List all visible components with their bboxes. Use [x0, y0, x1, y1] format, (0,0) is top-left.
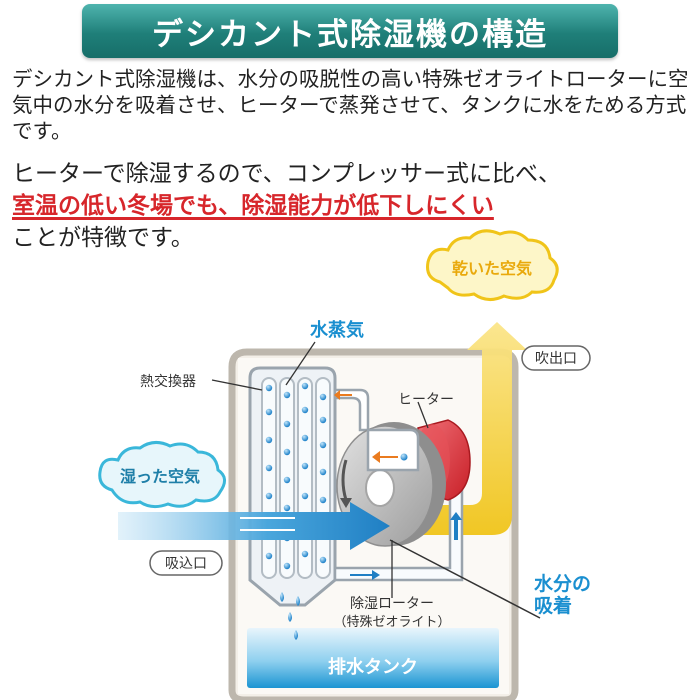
moisture-pointer-line: [389, 539, 541, 619]
feature-paragraph: ヒーターで除湿するので、コンプレッサー式に比べ、 室温の低い冬場でも、除湿能力が…: [12, 158, 692, 254]
humid-air-arrow: [118, 502, 390, 550]
inlet-label: 吸込口: [165, 556, 207, 572]
regeneration-duct: [366, 428, 420, 472]
heat-exchanger-label: 熱交換器: [140, 373, 196, 390]
title-banner: デシカント式除湿機の構造: [82, 4, 618, 58]
feature-line-1: ヒーターで除湿するので、コンプレッサー式に比べ、: [12, 161, 562, 187]
moisture-label-line1: 水分の: [534, 573, 591, 595]
top-duct: [333, 388, 370, 432]
dry-air-cloud: 乾いた空気: [426, 229, 559, 301]
intro-paragraph: デシカント式除湿機は、水分の吸脱性の高い特殊ゼオライトローターに空気中の水分を吸…: [12, 67, 689, 143]
humid-air-label: 湿った空気: [119, 467, 200, 486]
rotor-label-line2: （特殊ゼオライト）: [333, 615, 450, 630]
leader-lines: [211, 341, 429, 598]
rotor-label-line1: 除湿ローター: [350, 596, 434, 612]
tank-label: 排水タンク: [328, 656, 418, 678]
dry-air-arrow: [410, 322, 527, 535]
feature-highlight: 室温の低い冬場でも、除湿能力が低下しにくい: [12, 193, 494, 219]
feature-line-3: ことが特徴です。: [12, 225, 194, 251]
heat-exchanger: [248, 366, 337, 640]
inlet-badge: 吸込口: [149, 550, 223, 576]
moisture-label-line2: 吸着: [534, 594, 572, 617]
water-vapor-label: 水蒸気: [310, 319, 364, 341]
drain-tank: 排水タンク: [247, 628, 499, 688]
outlet-badge: 吹出口: [521, 345, 591, 371]
page-title: デシカント式除湿機の構造: [152, 16, 548, 53]
heater-label: ヒーター: [398, 392, 454, 408]
humid-air-cloud: 湿った空気: [98, 441, 226, 509]
outlet-label: 吹出口: [535, 351, 577, 367]
dry-air-label: 乾いた空気: [452, 259, 532, 278]
